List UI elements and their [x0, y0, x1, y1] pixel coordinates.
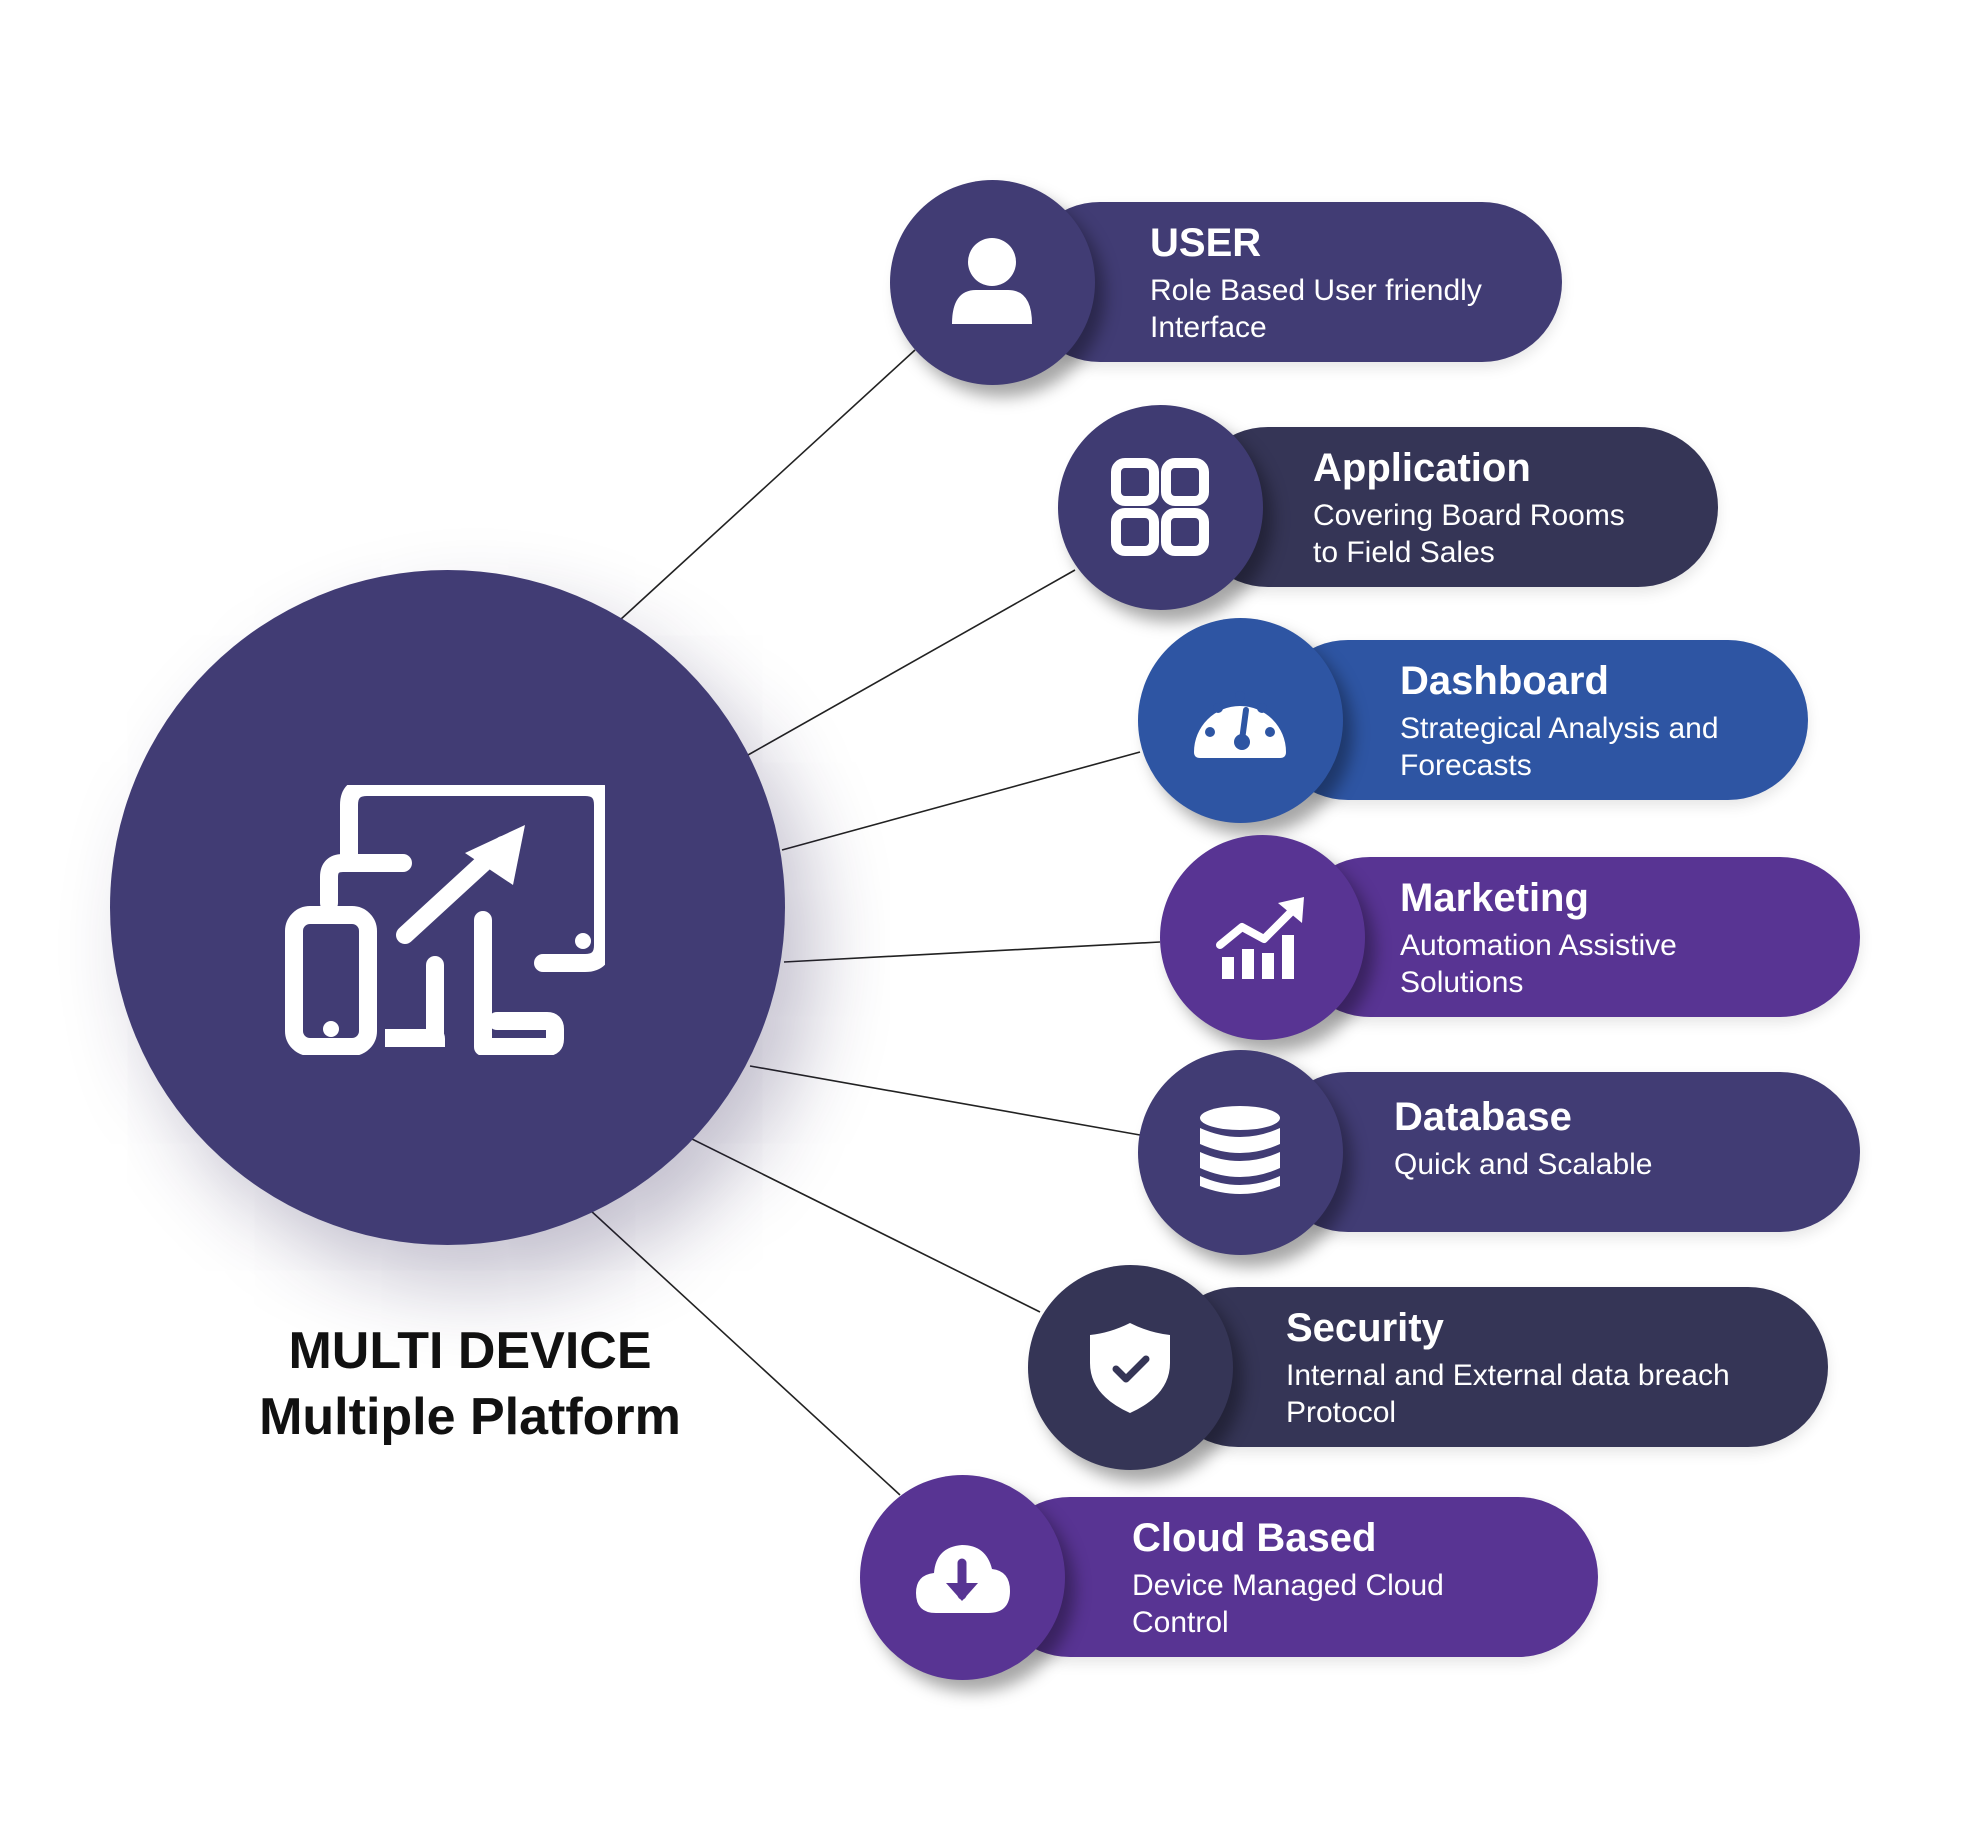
cloud-download-icon	[916, 1545, 1010, 1613]
node-cloud-title: Cloud Based	[1132, 1516, 1377, 1560]
user-icon	[952, 238, 1032, 324]
hub-title-line1: MULTI DEVICE	[288, 1322, 652, 1380]
node-dashboard-pill	[1268, 640, 1808, 800]
node-user-disc	[890, 180, 1095, 385]
node-database-pill	[1268, 1072, 1860, 1232]
node-dashboard-description: Strategical Analysis and Forecasts	[1400, 712, 1719, 782]
node-user-text: USER Role Based User friendly Interface	[1150, 218, 1482, 346]
node-database-disc	[1138, 1050, 1343, 1255]
node-security-title: Security	[1286, 1306, 1444, 1350]
node-security: Security Internal and External data brea…	[1028, 1265, 1828, 1470]
node-dashboard-title: Dashboard	[1400, 659, 1609, 703]
node-marketing-text: Marketing Automation Assistive Solutions	[1400, 873, 1677, 1001]
node-cloud-description: Device Managed Cloud Control	[1132, 1569, 1444, 1639]
node-cloud-pill	[990, 1497, 1598, 1657]
node-application-title: Application	[1313, 446, 1531, 490]
node-marketing: Marketing Automation Assistive Solutions	[1160, 835, 1860, 1040]
node-user-title: USER	[1150, 221, 1262, 265]
connector-application	[747, 569, 1076, 756]
node-user: USER Role Based User friendly Interface	[890, 180, 1562, 385]
node-application: Application Covering Board Rooms to Fiel…	[1058, 405, 1718, 610]
node-dashboard: Dashboard Strategical Analysis and Forec…	[1138, 618, 1808, 823]
multi-device-icon	[285, 785, 605, 1055]
node-database-text: Database Quick and Scalable	[1394, 1092, 1653, 1183]
connector-dashboard	[781, 751, 1141, 851]
hub-title: MULTI DEVICE Multiple Platform	[150, 1318, 790, 1450]
node-database-description: Quick and Scalable	[1394, 1148, 1653, 1181]
node-marketing-pill	[1290, 857, 1860, 1017]
node-cloud-text: Cloud Based Device Managed Cloud Control	[1132, 1513, 1444, 1641]
speedometer-icon	[1194, 691, 1286, 758]
node-user-description: Role Based User friendly Interface	[1150, 274, 1482, 344]
node-dashboard-disc	[1138, 618, 1343, 823]
node-user-pill	[1020, 202, 1562, 362]
node-application-disc	[1058, 405, 1263, 610]
node-application-description: Covering Board Rooms to Field Sales	[1313, 499, 1625, 569]
node-cloud: Cloud Based Device Managed Cloud Control	[860, 1475, 1598, 1680]
connector-database	[749, 1065, 1141, 1136]
node-application-pill	[1188, 427, 1718, 587]
node-security-pill	[1158, 1287, 1828, 1447]
connector-user	[619, 349, 916, 621]
connector-marketing	[783, 941, 1161, 963]
connector-security	[689, 1137, 1041, 1313]
node-security-text: Security Internal and External data brea…	[1286, 1303, 1730, 1431]
node-security-disc	[1028, 1265, 1233, 1470]
node-security-description: Internal and External data breach Protoc…	[1286, 1359, 1730, 1429]
node-database-title: Database	[1394, 1095, 1572, 1139]
node-marketing-description: Automation Assistive Solutions	[1400, 929, 1677, 999]
shield-check-icon	[1090, 1323, 1170, 1413]
database-icon	[1200, 1106, 1280, 1194]
growth-chart-icon	[1216, 897, 1304, 979]
hub-circle	[110, 570, 785, 1245]
hub-title-line2: Multiple Platform	[259, 1388, 681, 1446]
node-marketing-disc	[1160, 835, 1365, 1040]
node-marketing-title: Marketing	[1400, 876, 1589, 920]
node-cloud-disc	[860, 1475, 1065, 1680]
node-database: Database Quick and Scalable	[1138, 1050, 1860, 1255]
node-application-text: Application Covering Board Rooms to Fiel…	[1313, 443, 1625, 571]
apps-grid-icon	[1111, 458, 1209, 556]
node-dashboard-text: Dashboard Strategical Analysis and Forec…	[1400, 656, 1719, 784]
